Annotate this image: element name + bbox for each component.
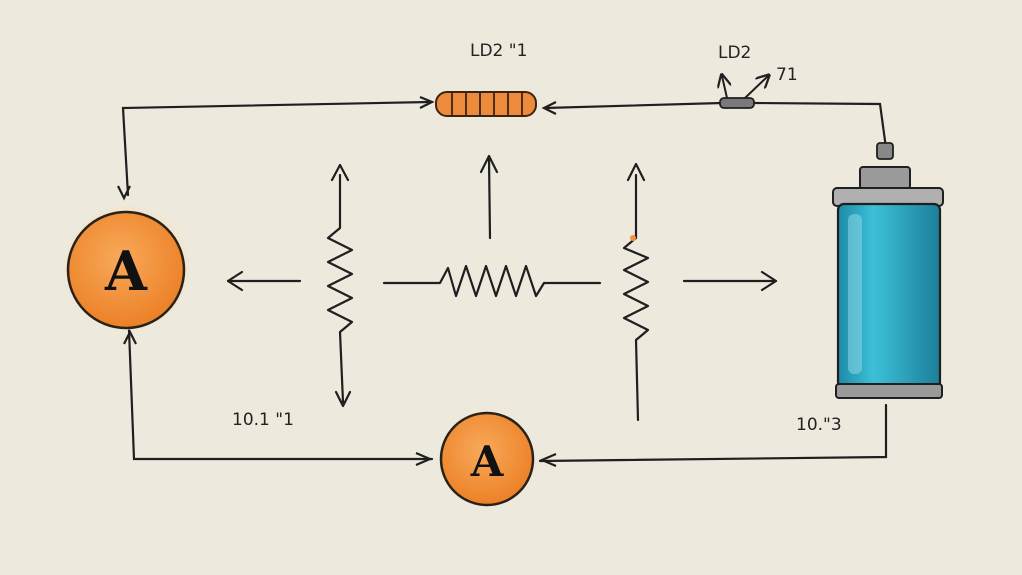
arrow-up-from-meter <box>123 329 137 345</box>
arrow-bottom-into-meter <box>415 451 433 467</box>
wire-bottom-left <box>127 328 434 461</box>
wire-top-battery <box>750 101 888 150</box>
wire-loop <box>121 100 888 463</box>
top-resistor-label: LD2 "1 <box>470 41 527 61</box>
bottom-left-label: 10.1 "1 <box>232 410 294 430</box>
bottom-ammeter: A <box>439 411 535 507</box>
left-vertical-resistor <box>326 173 354 404</box>
bottom-right-label: 10."3 <box>796 415 842 435</box>
battery <box>832 142 944 399</box>
right-vertical-resistor <box>622 173 650 422</box>
bottom-ammeter-symbol: A <box>470 437 505 486</box>
center-network <box>226 154 778 422</box>
arrow-top-into-resistor <box>419 95 435 109</box>
arrow-up-center <box>487 156 492 240</box>
center-horizontal-resistor <box>382 264 602 298</box>
arrow-top-out-resistor <box>541 101 557 115</box>
arrow-bottom-from-right <box>539 452 557 468</box>
junction-dot <box>630 235 636 241</box>
switch-label: LD2 <box>718 43 751 63</box>
wire-right-down <box>538 403 888 463</box>
top-resistor <box>435 91 537 117</box>
wire-arrows <box>117 95 557 468</box>
switch-mark: 71 <box>776 65 798 85</box>
switch <box>720 76 768 109</box>
wire-top-left <box>121 100 432 197</box>
left-ammeter-symbol: A <box>104 239 148 303</box>
wire-top-right <box>543 101 724 110</box>
left-ammeter: A <box>65 206 189 330</box>
arrow-down-to-meter <box>117 185 131 201</box>
